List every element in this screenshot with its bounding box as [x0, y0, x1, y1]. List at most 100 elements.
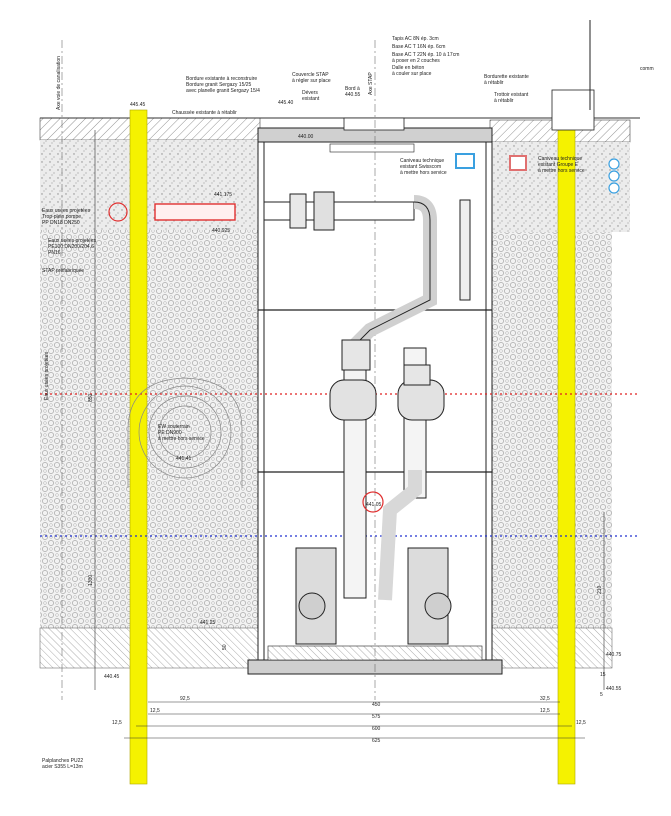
label-eaux-6: PN16	[48, 250, 61, 256]
level-445-45: 445.45	[130, 102, 146, 108]
cable-1	[608, 158, 620, 170]
cable-bundle	[608, 158, 620, 194]
level-440-45: 440.45	[104, 674, 120, 680]
dim-600: 600	[372, 726, 381, 732]
label-stap: STAP préfabriquée	[42, 268, 84, 274]
level-441-175: 441.175	[214, 192, 232, 198]
dim-5: 5	[600, 692, 603, 698]
shaft-wall-left	[257, 139, 265, 669]
label-eaux-5: PE100 DN200/204.6	[48, 244, 94, 250]
label-eaux-3: PP DN18 DN250	[42, 220, 80, 226]
dim-12-5b: 12,5	[540, 708, 550, 714]
label-tapis-1: Tapis AC 8N ép. 3cm	[392, 36, 439, 42]
label-caniveau-6: à mettre hors service	[538, 168, 585, 174]
level-445-40: 445.40	[278, 100, 294, 106]
label-comm: comm	[640, 66, 654, 72]
level-440-55b: 440.55	[606, 686, 622, 692]
check-valve-left	[329, 379, 377, 421]
label-chaussee: Chaussée existante à rétablir	[172, 110, 237, 116]
ew-circle-outer	[138, 385, 232, 479]
dim-12-5a: 12,5	[150, 708, 160, 714]
label-bordure-3: avec planelle granit Sergazy 15/4	[186, 88, 260, 94]
ew-bedding	[127, 377, 243, 488]
caniveau-swisscom	[455, 153, 475, 169]
dim-12-5d: 12,5	[576, 720, 586, 726]
base-hatch-left	[39, 627, 259, 669]
label-devers-2: existant	[302, 96, 320, 102]
marker-red	[362, 491, 384, 513]
label-couvercle-2: à régler sur place	[292, 78, 331, 84]
label-caniveau-3: à mettre hors service	[400, 170, 447, 176]
label-axe-stap: Axe STAP	[368, 72, 374, 95]
label-tapis-6: à couler sur place	[392, 71, 432, 77]
dim-1300: 1300	[88, 575, 94, 586]
annotations: Axe voie de canalisation Axe STAP comm B…	[42, 36, 654, 770]
label-caniveau-4: Caniveau technique	[538, 156, 582, 162]
label-axe-canal: Axe voie de canalisation	[56, 56, 62, 110]
label-bordurette-1: Bordurette existante	[484, 74, 529, 80]
valve-top-left	[341, 339, 371, 371]
ew-souterrain	[127, 377, 243, 488]
label-palplanches-1: Palplanches PU22	[42, 758, 83, 764]
inlet-pipe-main	[263, 201, 415, 221]
label-tapis-3: Base AC T 22N ép. 10 à 17cm	[392, 52, 459, 58]
label-ew-3: à mettre hors service	[158, 436, 205, 442]
label-couvercle-1: Couvercle STAP	[292, 72, 329, 78]
dim-50: 50	[222, 644, 228, 650]
dim-210: 210	[597, 585, 603, 594]
level-440-00: 440.00	[298, 134, 314, 140]
label-ew-1: EW souterrain	[158, 424, 190, 430]
cover-frame	[329, 143, 415, 153]
shaft	[247, 117, 503, 675]
dim-450: 450	[372, 702, 381, 708]
inlet-pipe-red	[154, 203, 236, 221]
label-trottoir-1: Trottoir existant	[494, 92, 529, 98]
label-eaux-4: Eaux usées projetées	[48, 238, 97, 244]
pipework	[108, 191, 471, 645]
road-surface-left	[39, 117, 261, 141]
valve-top-right	[403, 364, 431, 386]
label-trottoir-2: à rétablir	[494, 98, 514, 104]
base-hatch-right	[491, 627, 613, 669]
dim-92-5: 92,5	[180, 696, 190, 702]
cable-2	[608, 170, 620, 182]
label-eaux-2: Trop-plein pompe	[42, 214, 81, 220]
riser-pipe-left-outline	[349, 201, 431, 351]
level-441-25: 441.25	[200, 620, 216, 626]
level-440-75: 440.75	[606, 652, 622, 658]
label-eaux-left: Eaux usées projetées	[44, 351, 50, 400]
ew-circle-inner	[158, 405, 212, 459]
bend-pipe-lower	[378, 470, 422, 601]
label-palplanches-2: acier S355 L=13m	[42, 764, 83, 770]
label-caniveau-1: Caniveau technique	[400, 158, 444, 164]
caniveau-groupe-e	[509, 155, 527, 171]
manhole-cover	[343, 117, 405, 131]
riser-pipe-left	[345, 195, 437, 355]
dim-625: 625	[372, 738, 381, 744]
dim-12-5c: 12,5	[112, 720, 122, 726]
label-caniveau-2: existant Swisscom	[400, 164, 441, 170]
level-441-41: 441.41	[176, 456, 192, 462]
label-devers-1: Dévers	[302, 90, 318, 96]
label-bordure-2: Bordure granit Sergazy 15/25	[186, 82, 252, 88]
existing-pipe-circle	[108, 202, 128, 222]
right-pit	[551, 89, 595, 131]
cable-3	[608, 182, 620, 194]
label-tapis-5: Dalle en béton	[392, 65, 424, 71]
dim-850: 850	[88, 393, 94, 402]
level-440-925: 440.925	[212, 228, 230, 234]
valve-inlet-2	[313, 191, 335, 231]
check-valve-right	[397, 379, 445, 421]
valve-inlet-1	[289, 193, 307, 229]
label-eaux-1: Eaux usées projetées	[42, 208, 91, 214]
label-caniveau-5: existant Groupe E	[538, 162, 579, 168]
pump-volute-left	[298, 592, 326, 620]
dim-15: 15	[600, 672, 606, 678]
sheet-pile-right	[557, 109, 576, 785]
label-tapis-2: Base AC T 16N ép. 6cm	[392, 44, 445, 50]
label-tapis-4: à poser en 2 couches	[392, 58, 440, 64]
sheet-pile-left	[129, 109, 148, 785]
label-bordurette-2: à rétablir	[484, 80, 504, 86]
dim-32-5: 32,5	[540, 696, 550, 702]
